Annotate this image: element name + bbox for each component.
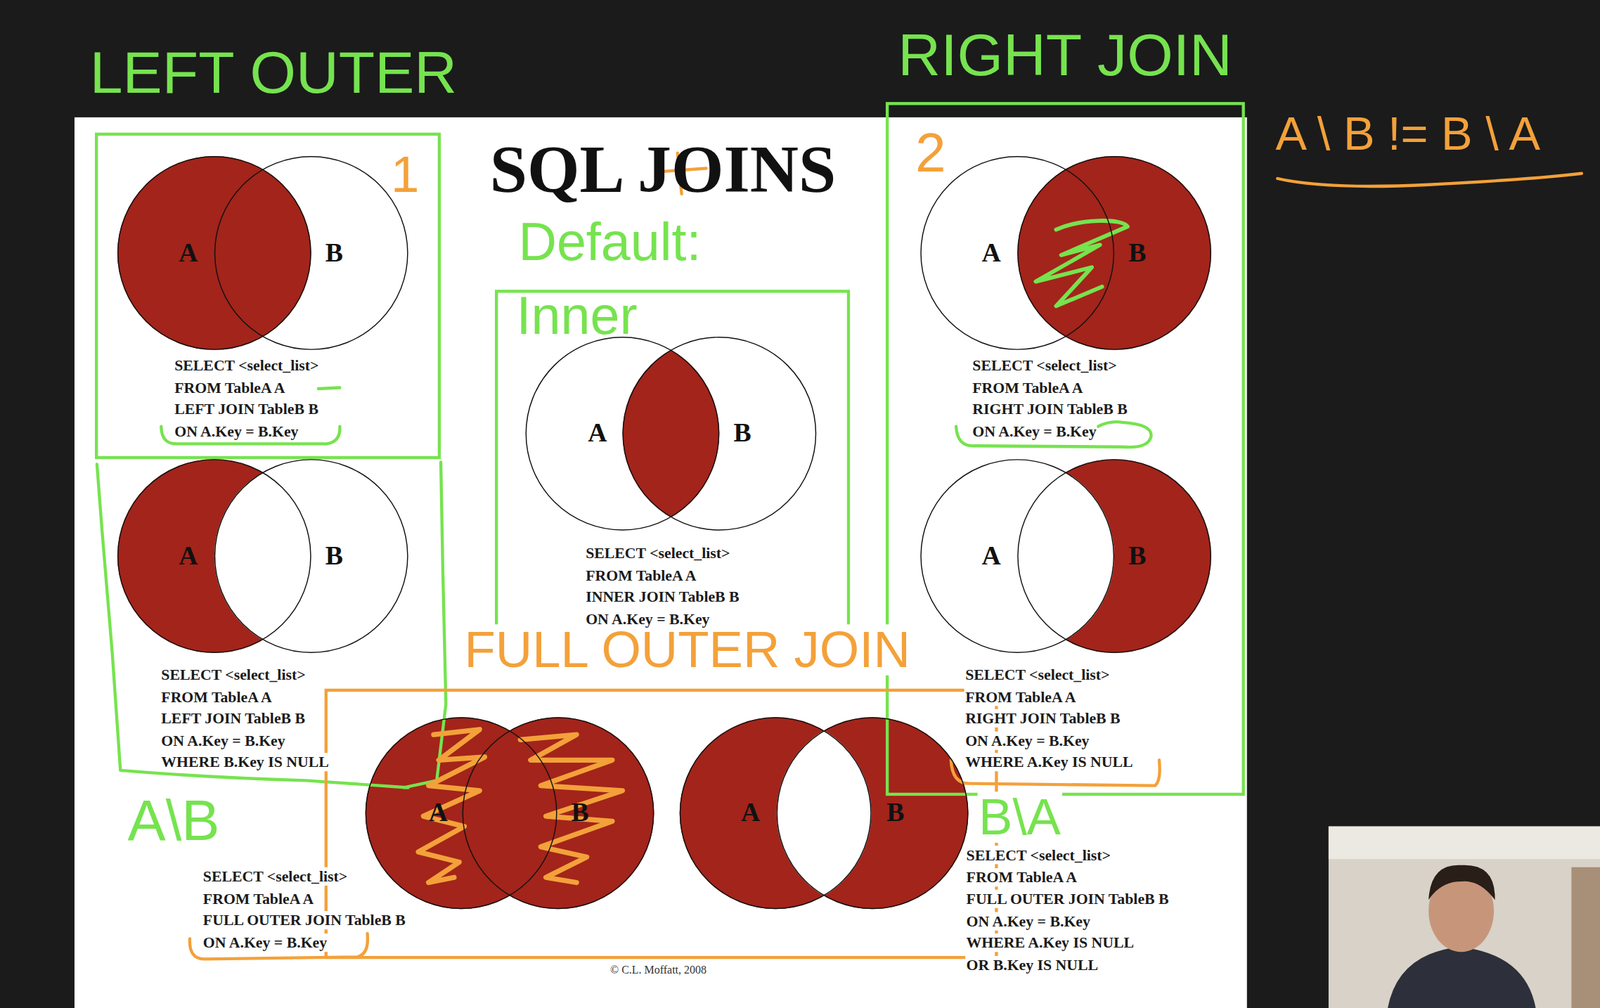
callout-number: 1: [390, 149, 419, 201]
pen-scribble: [520, 734, 623, 883]
pen-region: [97, 463, 409, 788]
sql-code-line: LEFT JOIN TableB B: [173, 400, 320, 419]
webcam-door: [1571, 867, 1600, 1008]
set-circle: B: [214, 459, 409, 654]
handwritten-note: B\A: [977, 791, 1063, 843]
sql-code-line: SELECT <select_list>: [971, 356, 1118, 375]
sql-code-line: ON A.Key = B.Key: [201, 932, 328, 952]
set-circle: A: [679, 717, 872, 909]
venn-fill: [462, 717, 655, 909]
webcam-shirt: [1387, 946, 1536, 1008]
box-heading: LEFT OUTER: [89, 42, 457, 102]
annotation-box: FULL OUTER JOINABAB: [324, 688, 999, 960]
sql-code-line: INNER JOIN TableB B: [584, 587, 741, 606]
set-letter: B: [1128, 542, 1146, 569]
sql-code-line: FROM TableA A: [160, 687, 273, 706]
sql-code-line: ON A.Key = B.Key: [584, 609, 711, 628]
sql-code-line: SELECT <select_list>: [160, 665, 307, 684]
webcam-hair: [1428, 865, 1495, 901]
handwritten-note: A \ B != B \ A: [1275, 110, 1541, 158]
callout-number: 2: [915, 124, 947, 180]
pen-scribble: [418, 729, 485, 883]
sql-code-line: ON A.Key = B.Key: [160, 731, 287, 750]
set-letter: B: [325, 542, 344, 569]
sql-code-line: ON A.Key = B.Key: [173, 421, 300, 441]
set-letter: B: [1128, 239, 1146, 266]
sql-code-line: FROM TableA A: [584, 565, 698, 585]
sql-code-line: FROM TableA A: [173, 378, 287, 397]
set-letter: B: [733, 419, 751, 447]
set-circle: B: [462, 717, 655, 909]
sql-code-line: FROM TableA A: [201, 889, 315, 908]
sql-code-line: ON A.Key = B.Key: [971, 421, 1098, 441]
sql-code-line: WHERE A.Key IS NULL: [965, 933, 1135, 952]
slide-panel: [74, 117, 1248, 1008]
pen-region: [404, 461, 447, 788]
sql-code-line: FROM TableA A: [965, 867, 1078, 886]
venn-cutout: [776, 717, 969, 909]
set-circle: B: [214, 156, 409, 351]
handwritten-note: A\B: [127, 791, 220, 849]
sql-code-line: WHERE A.Key IS NULL: [964, 752, 1134, 772]
sql-code-line: ON A.Key = B.Key: [964, 731, 1091, 750]
sql-code-line: ON A.Key = B.Key: [965, 911, 1092, 931]
webcam-frame: [1328, 826, 1600, 1008]
sql-code-line: SELECT <select_list>: [173, 356, 320, 375]
set-letter: A: [587, 419, 607, 447]
set-circle: B: [776, 717, 969, 909]
set-letter: A: [178, 542, 198, 569]
set-circle: A: [365, 717, 558, 909]
box-heading: Inner: [515, 288, 637, 342]
set-letter: B: [325, 239, 344, 266]
webcam-ceiling: [1328, 826, 1600, 860]
set-letter: A: [982, 542, 1002, 569]
sql-code-line: SELECT <select_list>: [201, 867, 348, 886]
sql-code-line: RIGHT JOIN TableB B: [971, 400, 1129, 419]
sql-code-line: OR B.Key IS NULL: [965, 955, 1099, 974]
sql-code-line: SELECT <select_list>: [965, 845, 1112, 864]
webcam-thumbnail: [1328, 826, 1600, 1008]
set-letter: A: [178, 239, 198, 266]
set-letter: A: [740, 799, 760, 827]
pen-dash: [318, 388, 340, 389]
sql-code-line: SELECT <select_list>: [584, 544, 732, 563]
set-letter: A: [982, 239, 1002, 266]
box-heading: FULL OUTER JOIN: [463, 624, 910, 676]
set-letter: A: [428, 799, 448, 827]
sql-code-line: LEFT JOIN TableB B: [160, 709, 307, 728]
pen-underline: [1277, 173, 1582, 187]
box-heading: Default:: [518, 215, 701, 268]
sql-code-line: FULL OUTER JOIN TableB B: [201, 911, 407, 930]
set-circle: B: [1017, 459, 1212, 654]
set-letter: B: [571, 799, 590, 827]
set-letter: B: [886, 799, 905, 827]
sql-code-line: FROM TableA A: [964, 687, 1077, 706]
set-circle: B: [1017, 156, 1212, 351]
sql-code-line: FULL OUTER JOIN TableB B: [965, 889, 1170, 909]
pen-bracket: [956, 421, 1151, 448]
box-heading: RIGHT JOIN: [897, 25, 1233, 85]
sql-code-line: SELECT <select_list>: [964, 665, 1111, 684]
pen-scribble: [1035, 220, 1128, 306]
pen-bracket: [189, 933, 368, 959]
sql-code-line: FROM TableA A: [971, 378, 1085, 397]
sql-code-line: RIGHT JOIN TableB B: [964, 709, 1122, 728]
sql-code-line: WHERE B.Key IS NULL: [160, 752, 330, 772]
copyright-note: © C.L. Moffatt, 2008: [610, 963, 707, 976]
venn-fill: [776, 717, 969, 909]
set-circle: B: [622, 336, 817, 531]
diagram-title: SQL JOINS: [489, 135, 837, 204]
venn-fills: [117, 156, 1212, 909]
